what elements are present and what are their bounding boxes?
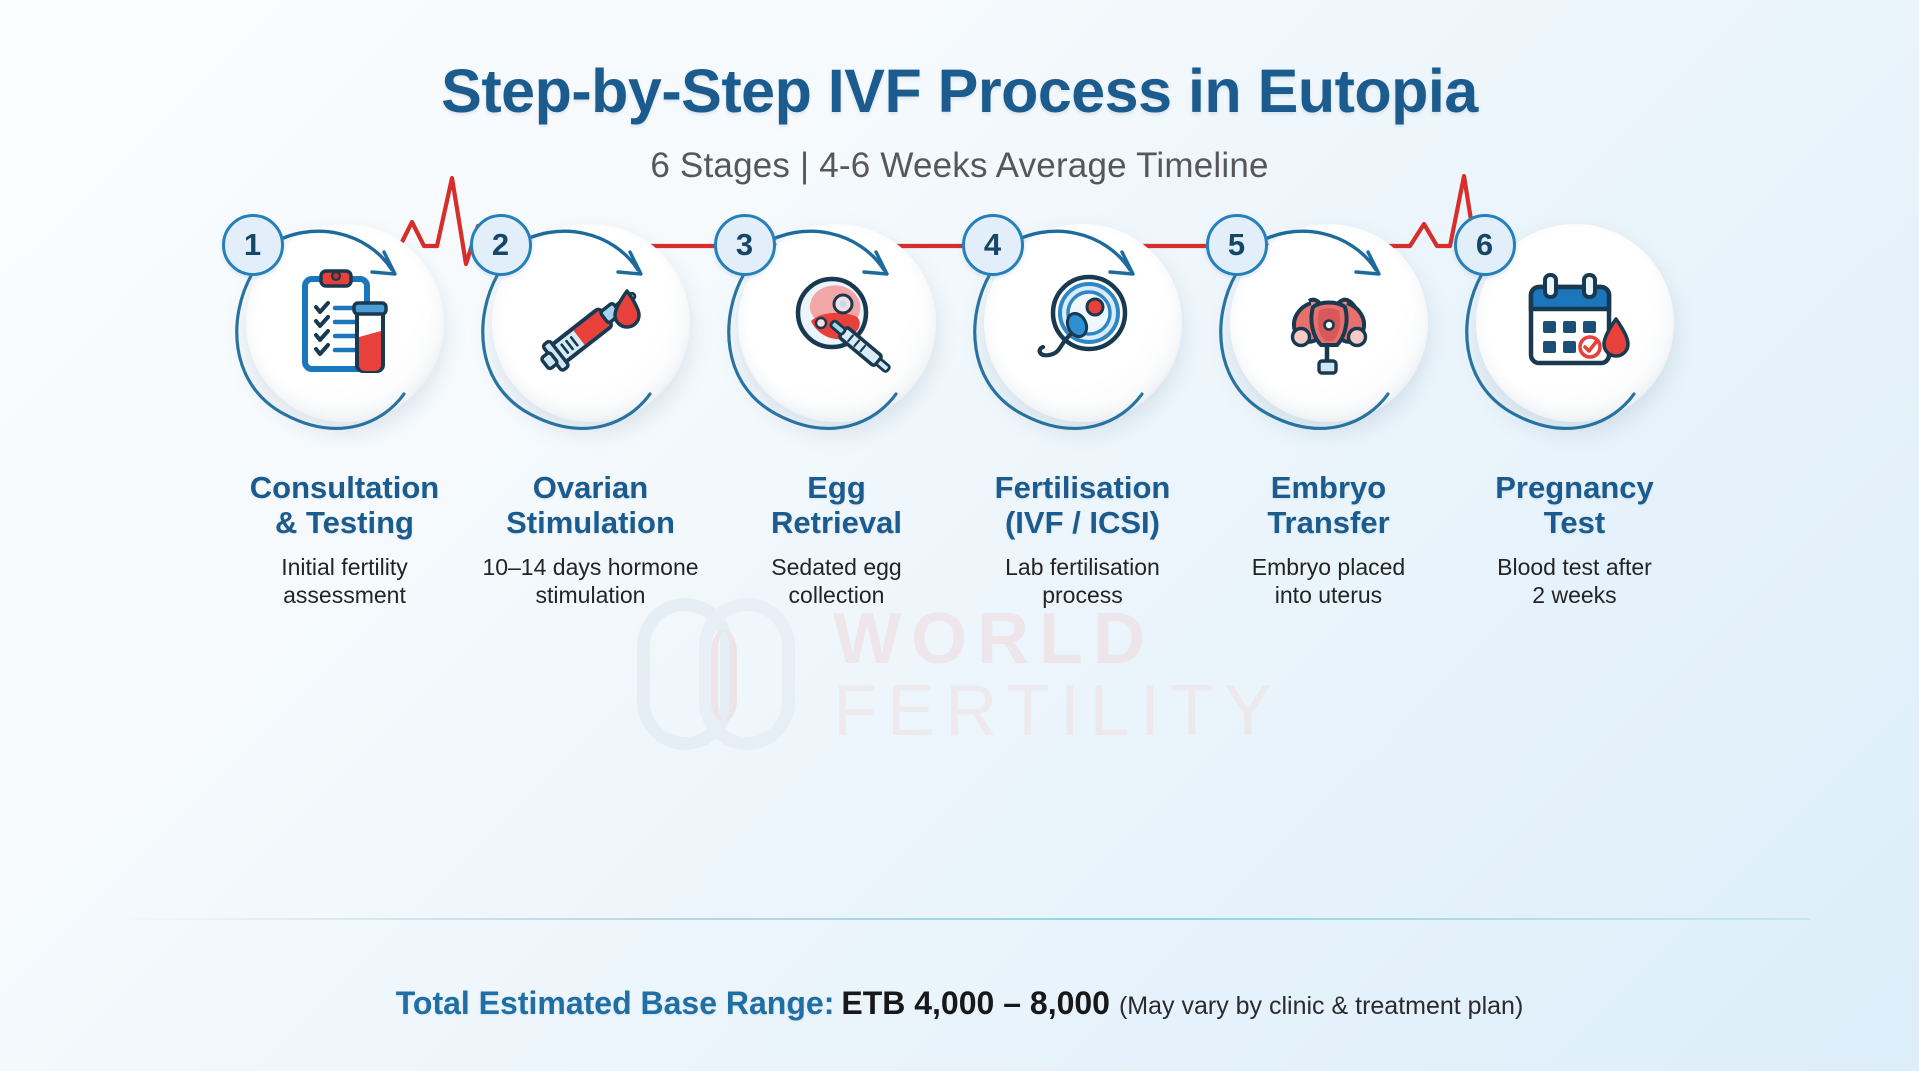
watermark-helix: [711, 630, 738, 722]
step-2-number-badge: 2: [469, 214, 532, 276]
step-1-description: Initial fertility assessment: [281, 553, 408, 608]
step-1-circle-wrap: 1: [221, 214, 450, 430]
page-title: Step-by-Step IVF Process in Eutopia: [441, 57, 1478, 125]
step-5-circle-wrap: 5: [1205, 214, 1434, 430]
steps-row: 1 Consultation & Testing Initial fertili…: [0, 214, 1919, 609]
uterus-catheter-icon: [1290, 297, 1367, 375]
step-1-title: Consultation & Testing: [249, 470, 440, 541]
step-1-number-badge: 1: [221, 214, 284, 276]
header: Step-by-Step IVF Process in Eutopia 6 St…: [0, 0, 1919, 186]
syringe-blood-drop-icon: [539, 289, 641, 372]
step-3[interactable]: 3 Egg Retrieval Sedated egg collection: [713, 214, 960, 609]
watermark-line-2: FERTILITY: [833, 671, 1282, 751]
step-5-number-badge: 5: [1205, 214, 1268, 276]
footer-label: Total Estimated Base Range:: [395, 985, 835, 1021]
step-2-circle-wrap: 2: [469, 214, 696, 430]
ovary-needle-icon: [795, 276, 891, 373]
page-subtitle: 6 Stages | 4-6 Weeks Average Timeline: [650, 146, 1269, 185]
step-4-title: Fertilisation (IVF / ICSI): [994, 470, 1171, 541]
step-6-number-badge: 6: [1453, 214, 1516, 276]
step-2-title: Ovarian Stimulation: [506, 470, 675, 541]
footer-note: (May vary by clinic & treatment plan): [1118, 992, 1524, 1020]
footer-value: ETB 4,000 – 8,000: [841, 985, 1110, 1021]
step-5-title: Embryo Transfer: [1267, 470, 1390, 541]
step-6-circle-wrap: 6: [1453, 214, 1680, 430]
step-5[interactable]: 5 Embryo Transfer Embryo placed into ute…: [1205, 214, 1452, 609]
watermark-ring-left: [637, 598, 734, 750]
step-2[interactable]: 2 Ovarian Stimulation 10–14 days hormone…: [468, 214, 714, 609]
step-4-number-badge: 4: [961, 214, 1024, 276]
step-6-description: Blood test after 2 weeks: [1497, 553, 1652, 608]
step-3-description: Sedated egg collection: [771, 553, 902, 608]
step-2-description: 10–14 days hormone stimulation: [482, 553, 699, 608]
watermark-logo: [637, 590, 807, 760]
calendar-blood-drop-icon: [1528, 273, 1630, 366]
footer: Total Estimated Base Range:ETB 4,000 – 8…: [0, 985, 1919, 1022]
step-3-title: Egg Retrieval: [771, 470, 902, 541]
step-3-circle-wrap: 3: [713, 214, 942, 430]
footer-divider: [108, 918, 1811, 920]
step-1[interactable]: 1 Consultation & Testing Initial fertili…: [221, 214, 468, 609]
watermark-line-1: WORLD: [833, 599, 1156, 679]
step-6[interactable]: 6 Pregnancy Test Blood test after 2 week…: [1452, 214, 1698, 609]
step-4-circle-wrap: 4: [961, 214, 1188, 430]
step-6-title: Pregnancy Test: [1495, 470, 1654, 541]
step-3-number-badge: 3: [713, 214, 776, 276]
step-5-description: Embryo placed into uterus: [1251, 553, 1406, 608]
watermark-ring-right: [699, 598, 796, 750]
step-4[interactable]: 4 Fertilisation (IVF / ICSI) Lab fertili…: [960, 214, 1206, 609]
watermark-text: WORLD FERTILITY: [833, 603, 1282, 747]
clipboard-test-tube-icon: [301, 269, 388, 373]
step-4-description: Lab fertilisation process: [1005, 553, 1160, 608]
egg-sperm-icon: [1037, 274, 1127, 358]
